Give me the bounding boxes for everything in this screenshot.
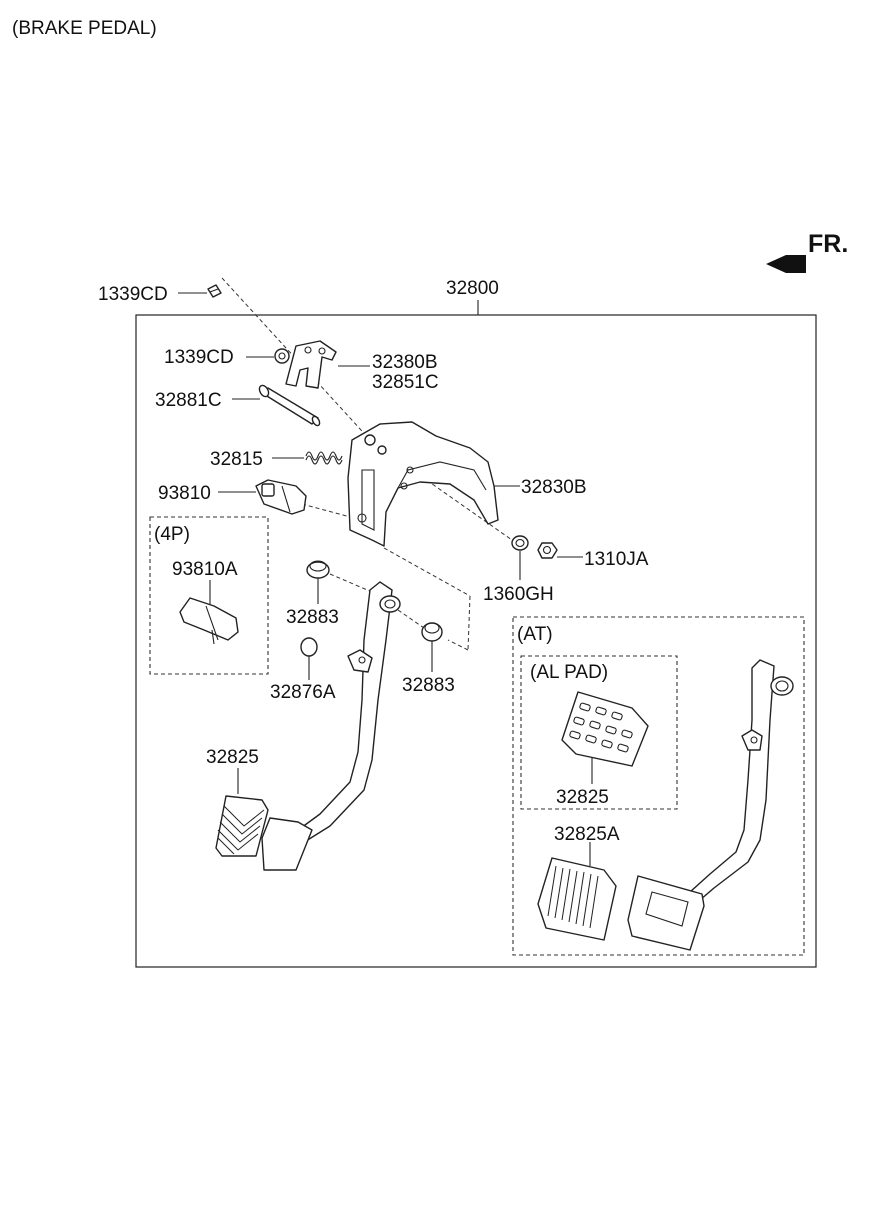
part-label-32883-lower: 32883: [402, 675, 455, 696]
group-at-box: [512, 616, 805, 956]
al-pad-icon: [561, 691, 649, 767]
stopper-icon: [300, 637, 318, 657]
guide-line-shaft: [383, 547, 471, 597]
bolt-icon: [207, 284, 222, 298]
spring-icon: [305, 451, 343, 465]
at-pad-icon: [537, 857, 617, 941]
washer-icon: [511, 535, 529, 551]
group-4p-label: (4P): [154, 524, 190, 545]
at-pedal-arm-icon: [627, 659, 794, 951]
guide-line-bushing-left: [329, 573, 373, 593]
part-label-32851c: 32851C: [372, 372, 439, 393]
switch-icon: [255, 479, 307, 515]
pedal-arm-icon: [261, 581, 401, 871]
guide-line-bushing-right: [397, 609, 425, 629]
guide-line-switch: [301, 503, 355, 519]
pin-icon: [258, 384, 321, 427]
part-label-1360gh: 1360GH: [483, 584, 554, 605]
front-arrow-icon: [766, 255, 806, 273]
group-al-pad-label: (AL PAD): [530, 662, 608, 683]
part-label-32825a: 32825A: [554, 824, 620, 845]
part-label-32825-al: 32825: [556, 787, 609, 808]
group-al-pad-box: [520, 655, 678, 810]
part-label-32815: 32815: [210, 449, 263, 470]
guide-line-shaft-down: [467, 595, 471, 651]
front-marker: FR.: [808, 230, 848, 258]
part-label-32876a: 32876A: [270, 682, 336, 703]
group-at-label: (AT): [517, 624, 553, 645]
part-label-32825-manual: 32825: [206, 747, 259, 768]
pedal-member-icon: [347, 421, 499, 547]
assembly-label: 32800: [446, 278, 499, 299]
bushing-icon: [306, 560, 330, 579]
guide-line-shaft-end: [447, 639, 469, 651]
guide-line-bolt: [221, 277, 373, 443]
assembly-frame: [135, 314, 817, 968]
part-label-32881c: 32881C: [155, 390, 222, 411]
part-label-32883-upper: 32883: [286, 607, 339, 628]
diagram-title: (BRAKE PEDAL): [12, 18, 157, 39]
part-label-93810: 93810: [158, 483, 211, 504]
switch-4p-icon: [179, 597, 239, 645]
part-label-1339cd-top: 1339CD: [98, 284, 168, 305]
bushing-icon: [421, 622, 443, 642]
nut-icon: [274, 348, 290, 364]
hex-nut-icon: [537, 542, 558, 559]
group-4p-box: [149, 516, 269, 675]
part-label-32380b: 32380B: [372, 352, 438, 373]
pedal-pad-icon: [215, 795, 269, 857]
part-label-1310ja: 1310JA: [584, 549, 649, 570]
part-label-93810a: 93810A: [172, 559, 238, 580]
part-label-1339cd-nut: 1339CD: [164, 347, 234, 368]
part-label-32830b: 32830B: [521, 477, 587, 498]
bracket-icon: [285, 340, 337, 389]
